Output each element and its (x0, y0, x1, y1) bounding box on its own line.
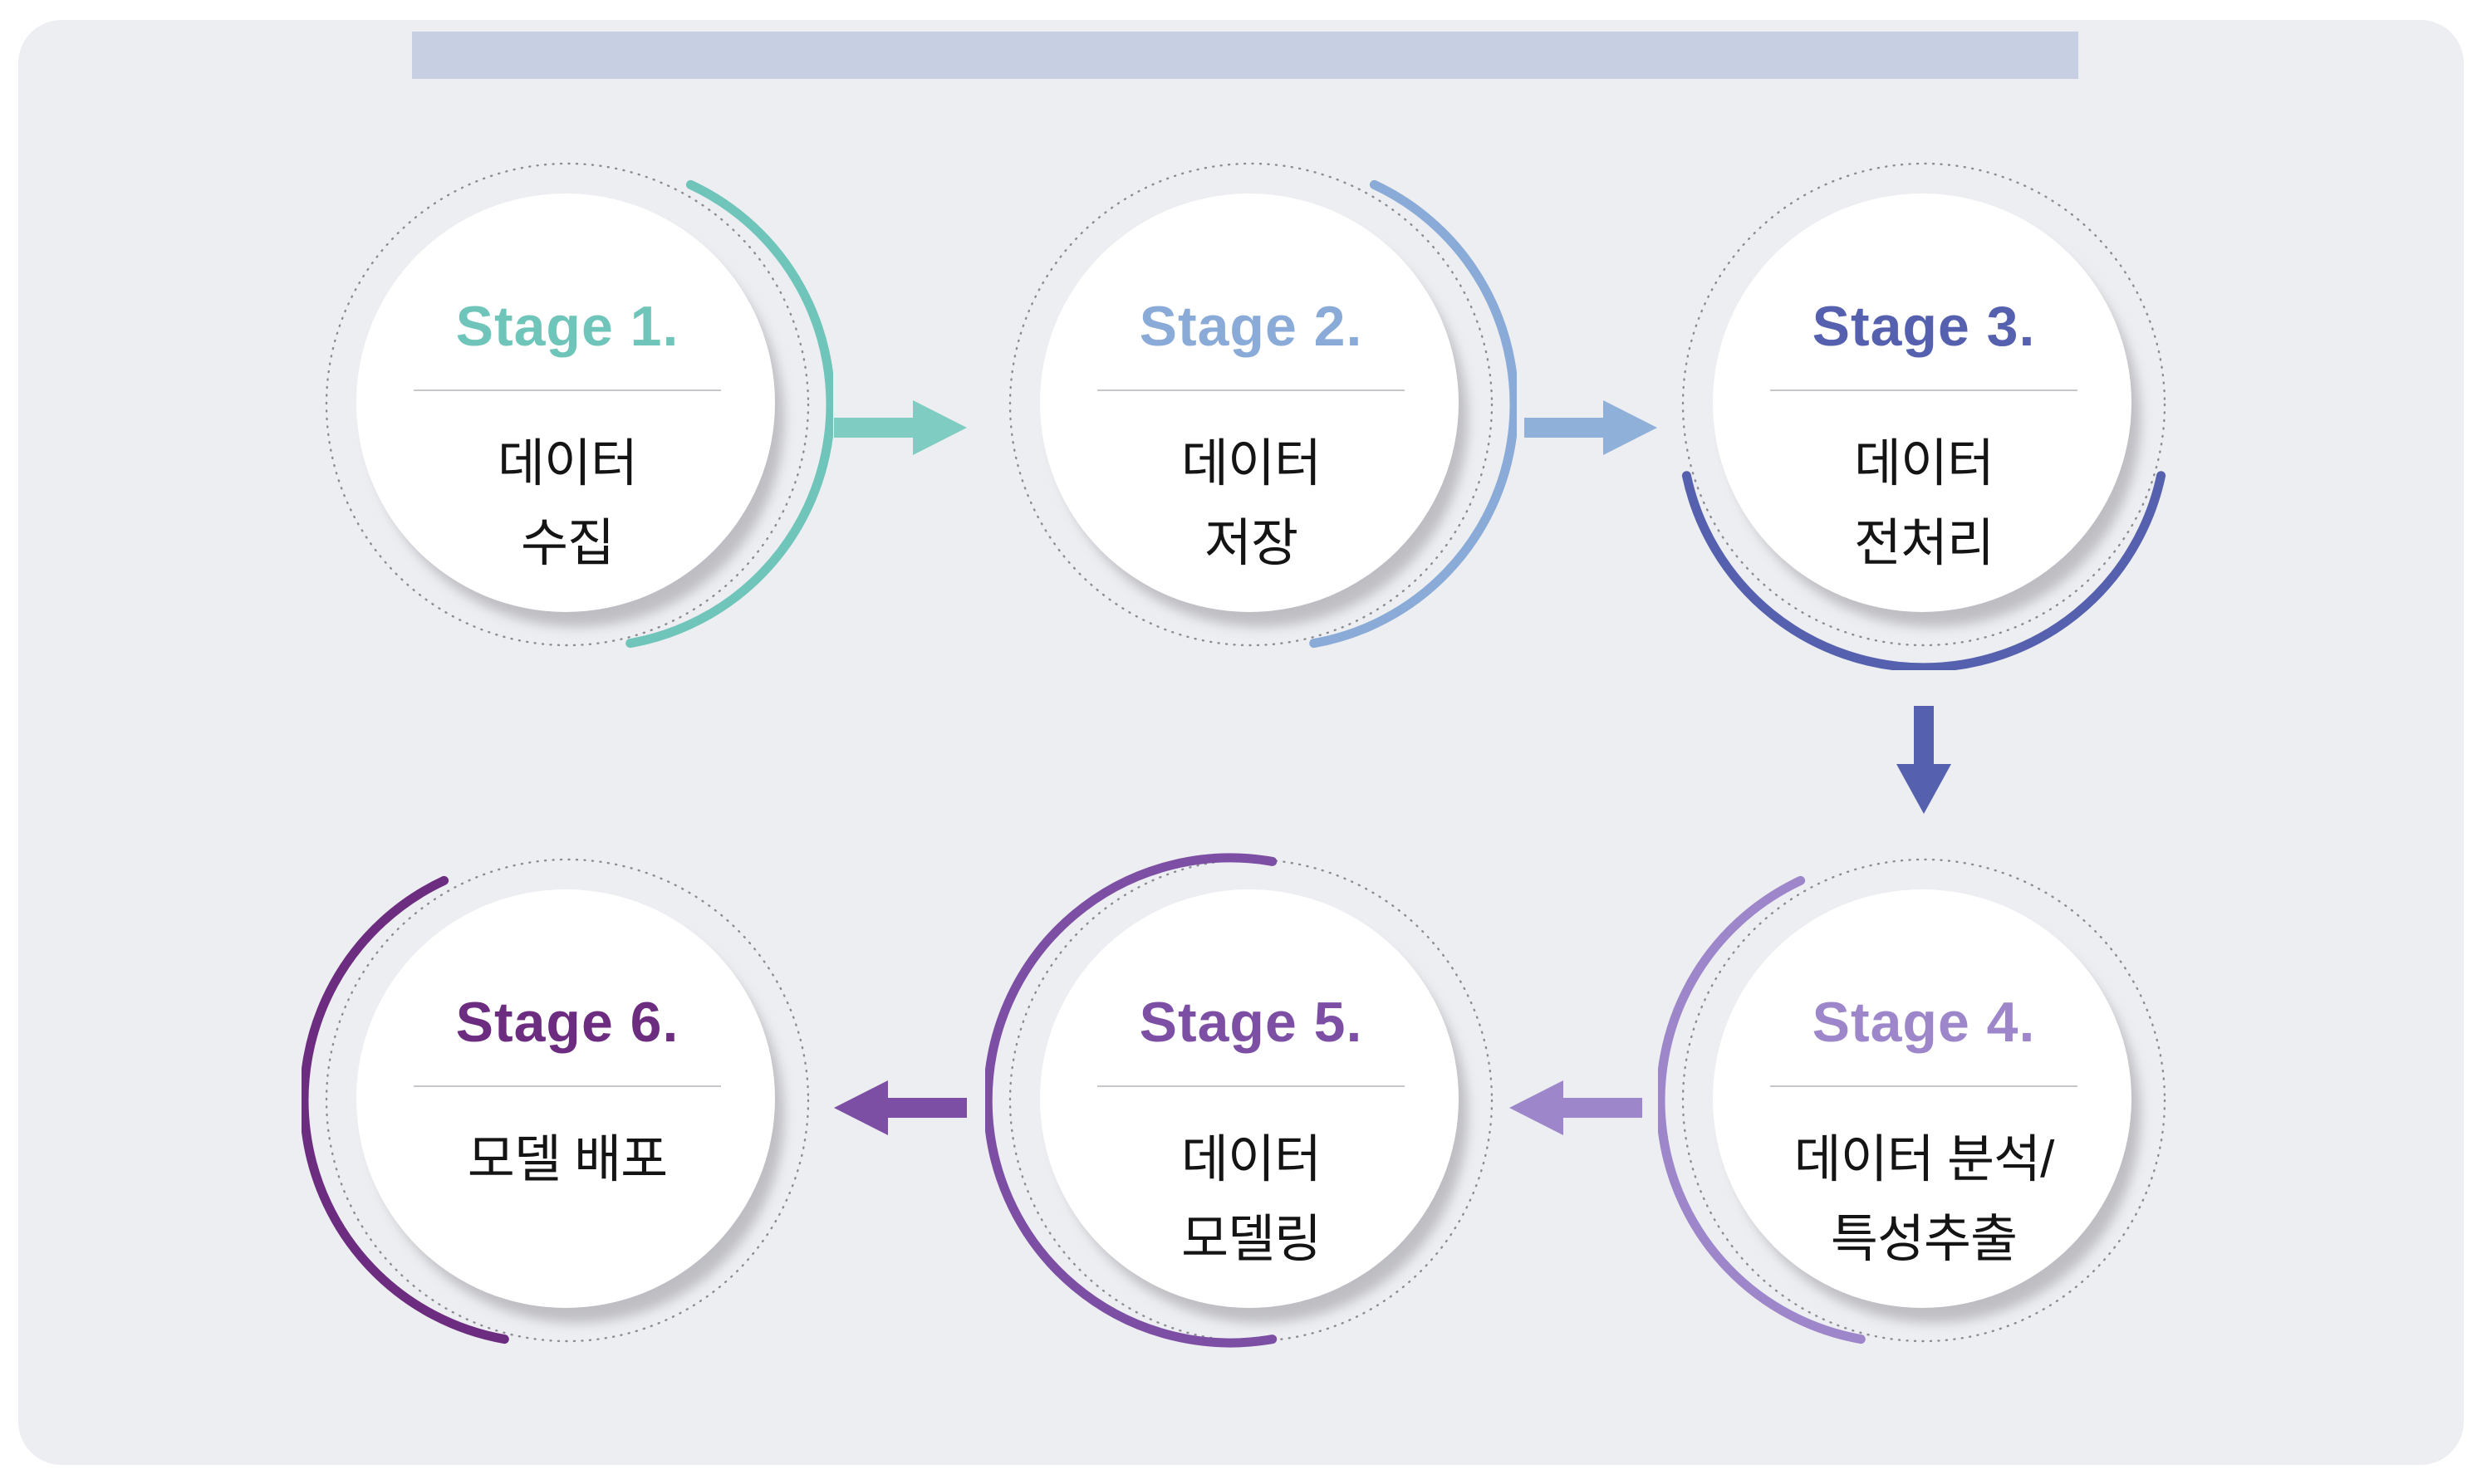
stage-6-dotted-ring (325, 858, 810, 1343)
stage-1-divider (414, 389, 721, 391)
left-arrow-icon (834, 1080, 967, 1135)
stage-1-node: Stage 1. 데이터 수집 (302, 139, 833, 670)
stage-1-label: 데이터 수집 (497, 435, 638, 572)
arrow-stage3-to-stage4 (1896, 706, 1951, 814)
stage-4-content: Stage 4. 데이터 분석/ 특성추출 (1658, 835, 2190, 1366)
arrow-stage2-to-stage3 (1524, 400, 1657, 455)
stage-6-content: Stage 6. 모델 배포 (302, 835, 833, 1366)
stage-1-graphic (325, 162, 833, 649)
stage-5-circle (1040, 889, 1459, 1308)
stage-2-dotted-ring (1008, 162, 1494, 647)
stage-1-dotted-ring (325, 162, 810, 647)
stage-6-node: Stage 6. 모델 배포 (302, 835, 833, 1366)
arrow-stage4-to-stage5 (1509, 1080, 1642, 1135)
stage-6-arc (302, 875, 509, 1344)
top-accent-bar (412, 32, 2078, 79)
stage-3-divider (1770, 389, 2077, 391)
stage-3-circle (1713, 193, 2131, 612)
stage-5-divider (1097, 1085, 1405, 1087)
stage-6-title: Stage 6. (455, 991, 679, 1054)
down-arrow-icon (1896, 706, 1951, 814)
stage-2-content: Stage 2. 데이터 저장 (985, 139, 1517, 670)
stage-4-title: Stage 4. (1812, 991, 2036, 1054)
stage-5-graphic (985, 853, 1494, 1348)
stage-6-circle (356, 889, 775, 1308)
stage-3-dotted-ring (1681, 162, 2166, 647)
stage-1-title: Stage 1. (455, 295, 679, 358)
stage-5-arc (985, 853, 1278, 1348)
stage-6-divider (414, 1085, 721, 1087)
stage-1-circle (356, 193, 775, 612)
stage-2-divider (1097, 389, 1405, 391)
stage-1-arc (625, 179, 833, 649)
stage-5-content: Stage 5. 데이터 모델링 (985, 835, 1517, 1366)
arrow-stage1-to-stage2 (834, 400, 967, 455)
left-arrow-icon (1509, 1080, 1642, 1135)
stage-5-label: 데이터 모델링 (1180, 1131, 1322, 1268)
stage-3-title: Stage 3. (1812, 295, 2036, 358)
stage-1-content: Stage 1. 데이터 수집 (302, 139, 833, 670)
stage-3-arc (1681, 471, 2166, 670)
arrow-stage5-to-stage6 (834, 1080, 967, 1135)
stage-6-graphic (302, 858, 810, 1344)
stage-3-graphic (1681, 162, 2166, 670)
stage-4-arc (1658, 875, 1866, 1344)
stage-2-title: Stage 2. (1139, 295, 1363, 358)
stage-2-arc (1309, 179, 1517, 649)
stage-5-title: Stage 5. (1139, 991, 1363, 1054)
stage-4-circle (1713, 889, 2131, 1308)
stage-4-label: 데이터 분석/ 특성추출 (1793, 1131, 2055, 1268)
stage-4-dotted-ring (1681, 858, 2166, 1343)
stage-4-graphic (1658, 858, 2166, 1344)
stage-3-node: Stage 3. 데이터 전처리 (1658, 139, 2190, 670)
stage-5-node: Stage 5. 데이터 모델링 (985, 835, 1517, 1366)
right-arrow-icon (1524, 400, 1657, 455)
stage-3-label: 데이터 전처리 (1853, 435, 1994, 572)
stage-4-node: Stage 4. 데이터 분석/ 특성추출 (1658, 835, 2190, 1366)
stage-2-graphic (1008, 162, 1517, 649)
right-arrow-icon (834, 400, 967, 455)
stage-3-content: Stage 3. 데이터 전처리 (1658, 139, 2190, 670)
stage-6-label: 모델 배포 (467, 1131, 668, 1188)
stage-2-node: Stage 2. 데이터 저장 (985, 139, 1517, 670)
stage-2-circle (1040, 193, 1459, 612)
stage-4-divider (1770, 1085, 2077, 1087)
stage-2-label: 데이터 저장 (1180, 435, 1322, 572)
